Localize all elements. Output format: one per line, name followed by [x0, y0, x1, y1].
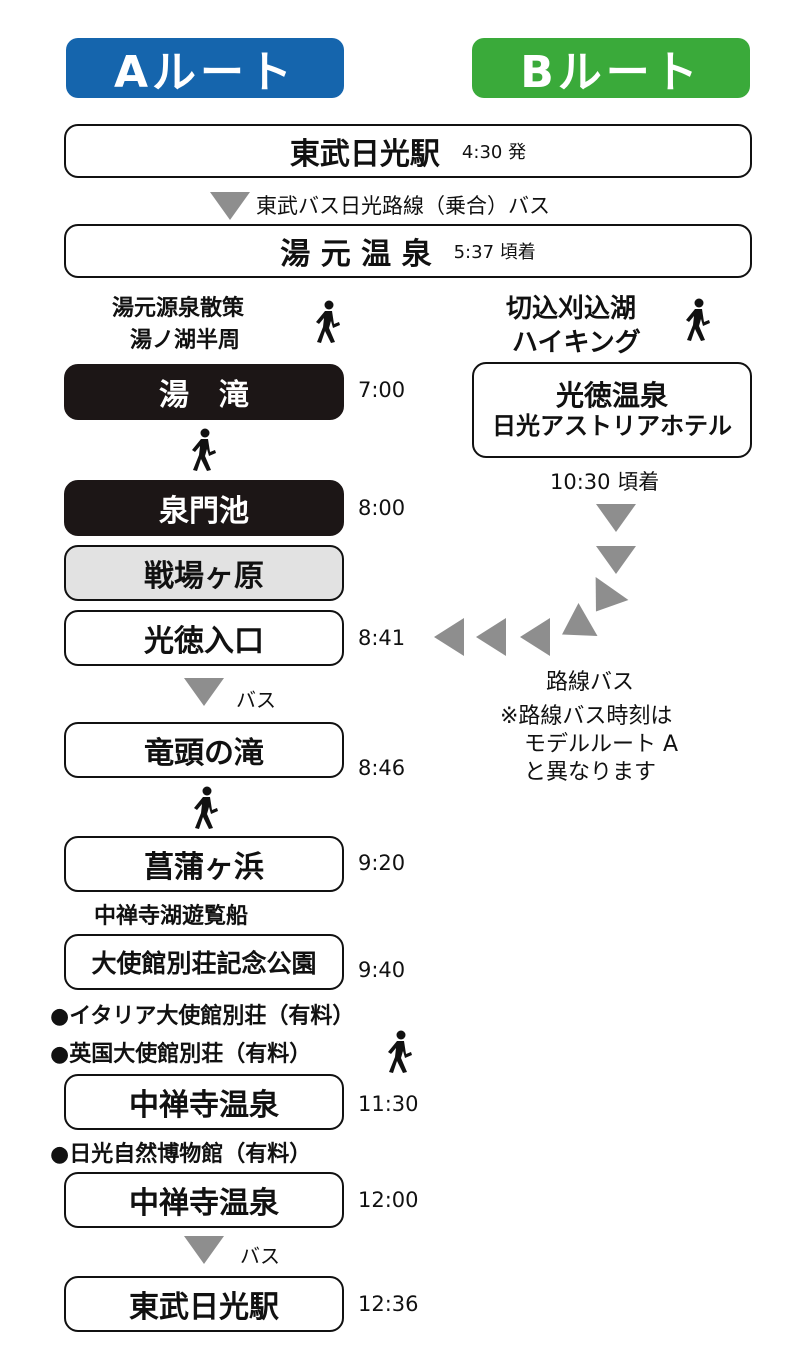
arrow-down-icon — [596, 546, 636, 574]
stop-name: 湯 滝 — [159, 378, 249, 413]
walker-icon — [312, 300, 342, 344]
hotel-line-2: 日光アストリアホテル — [492, 412, 732, 441]
arrow-left-icon — [520, 618, 550, 656]
stop-kotoku-iriguchi: 光徳入口 — [64, 610, 344, 666]
arrow-down-icon — [596, 504, 636, 532]
b-route-header: Bルート — [472, 38, 750, 98]
stop-name: 大使館別荘記念公園 — [91, 949, 317, 978]
bus-label: バス — [240, 1244, 280, 1268]
stop-tobu-nikko: 東武日光駅 — [64, 1276, 344, 1332]
arrow-down-icon — [579, 577, 629, 623]
route-bus-note-1: ※路線バス時刻は — [500, 704, 673, 729]
start-station-box: 東武日光駅 4:30 発 — [64, 124, 752, 178]
stop-time: 8:00 — [358, 496, 406, 520]
stop-time: 7:00 — [358, 378, 406, 402]
a-route-header: Aルート — [66, 38, 344, 98]
stop-senjogahara: 戦場ヶ原 — [64, 545, 344, 601]
stop-name: 東武日光駅 — [129, 1290, 279, 1325]
hotel-line-1: 光徳温泉 — [555, 378, 668, 412]
stop-name: 泉門池 — [159, 494, 249, 529]
arrow-left-icon — [434, 618, 464, 656]
note-nature-museum: ●日光自然博物館（有料） — [50, 1142, 312, 1167]
stop-time: 9:40 — [358, 958, 406, 982]
walker-icon — [190, 786, 220, 830]
yumoto-box: 湯 元 温 泉 5:37 頃着 — [64, 224, 752, 278]
stop-chuzenji-onsen-2: 中禅寺温泉 — [64, 1172, 344, 1228]
arrow-left-icon — [552, 603, 598, 651]
note-italy-embassy: ●イタリア大使館別荘（有料） — [50, 1004, 355, 1029]
stop-time: 8:46 — [358, 756, 406, 780]
yumoto-time: 5:37 頃着 — [453, 242, 536, 263]
stop-name: 戦場ヶ原 — [144, 559, 264, 594]
walk-note-1: 湯元源泉散策 — [112, 296, 245, 321]
walker-icon — [682, 298, 712, 342]
walker-icon — [188, 428, 218, 472]
stop-name: 中禅寺温泉 — [129, 1088, 279, 1123]
stop-time: 11:30 — [358, 1092, 419, 1116]
walker-icon — [384, 1030, 414, 1074]
stop-time: 12:00 — [358, 1188, 419, 1212]
start-time: 4:30 発 — [461, 142, 527, 163]
stop-izumiyado: 泉門池 — [64, 480, 344, 536]
stop-shobugahama: 菖蒲ヶ浜 — [64, 836, 344, 892]
stop-kotoku-onsen-hotel: 光徳温泉 日光アストリアホテル — [472, 362, 752, 458]
stop-name: 竜頭の滝 — [144, 736, 264, 771]
stop-name: 光徳入口 — [144, 624, 264, 659]
stop-ryuzu-falls: 竜頭の滝 — [64, 722, 344, 778]
stop-time: 12:36 — [358, 1292, 419, 1316]
route-bus-note-2: モデルルート A — [524, 732, 679, 757]
route-bus-note-3: と異なります — [524, 760, 657, 785]
start-station-name: 東武日光駅 — [289, 137, 440, 172]
stop-time: 8:41 — [358, 626, 406, 650]
stop-chuzenji-onsen-1: 中禅寺温泉 — [64, 1074, 344, 1130]
walk-note-2: 湯ノ湖半周 — [130, 328, 241, 353]
bus-label: バス — [236, 688, 276, 712]
stop-yudaki: 湯 滝 — [64, 364, 344, 420]
yumoto-name: 湯 元 温 泉 — [280, 237, 432, 272]
arrow-down-icon — [210, 192, 250, 220]
hike-note-2: ハイキング — [512, 328, 641, 358]
arrow-left-icon — [476, 618, 506, 656]
stop-name: 菖蒲ヶ浜 — [144, 850, 264, 885]
arrow-down-icon — [184, 678, 224, 706]
route-bus-label: 路線バス — [546, 670, 635, 695]
boat-note: 中禅寺湖遊覧船 — [94, 904, 249, 929]
stop-embassy-park: 大使館別荘記念公園 — [64, 934, 344, 990]
arrow-down-icon — [184, 1236, 224, 1264]
stop-time: 9:20 — [358, 851, 406, 875]
hike-note-1: 切込刈込湖 — [506, 294, 637, 324]
arrival-time: 10:30 頃着 — [550, 470, 660, 494]
note-uk-embassy: ●英国大使館別荘（有料） — [50, 1042, 312, 1067]
bus-line-label: 東武バス日光路線（乗合）バス — [256, 194, 550, 218]
stop-name: 中禅寺温泉 — [129, 1186, 279, 1221]
